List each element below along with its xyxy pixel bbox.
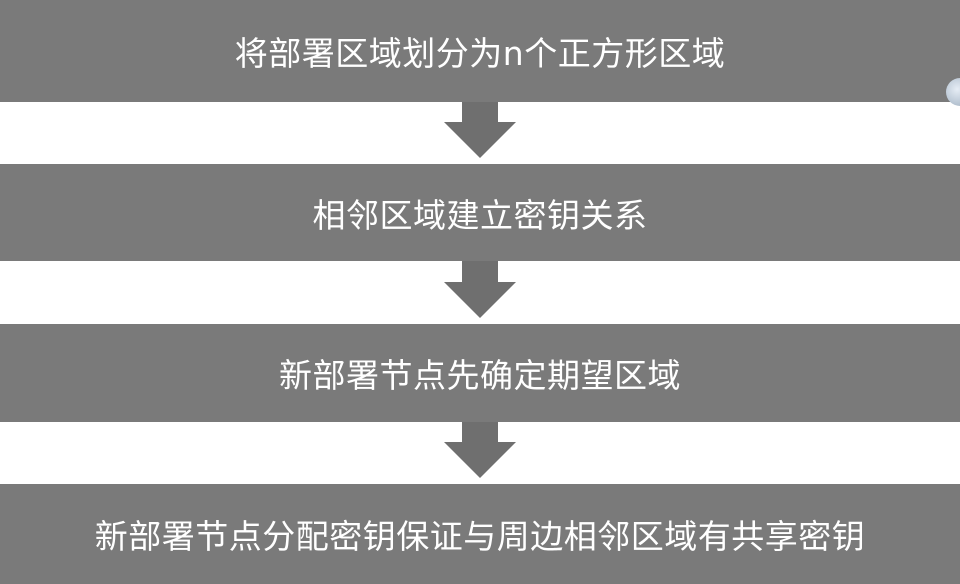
flow-step-2: 相邻区域建立密钥关系: [0, 164, 960, 261]
flow-step-3: 新部署节点先确定期望区域: [0, 324, 960, 422]
flow-step-3-label: 新部署节点先确定期望区域: [279, 356, 681, 395]
down-arrow-icon: [0, 261, 960, 324]
corner-decoration: [946, 78, 960, 106]
flow-step-2-label: 相邻区域建立密钥关系: [312, 195, 648, 235]
down-arrow-icon: [0, 102, 960, 164]
flow-step-1-label: 将部署区域划分为n个正方形区域: [234, 34, 726, 73]
down-arrow-icon: [0, 422, 960, 484]
flow-step-4: 新部署节点分配密钥保证与周边相邻区域有共享密钥: [0, 484, 960, 584]
flow-step-1: 将部署区域划分为n个正方形区域: [0, 0, 960, 102]
flow-step-4-label: 新部署节点分配密钥保证与周边相邻区域有共享密钥: [94, 517, 866, 556]
